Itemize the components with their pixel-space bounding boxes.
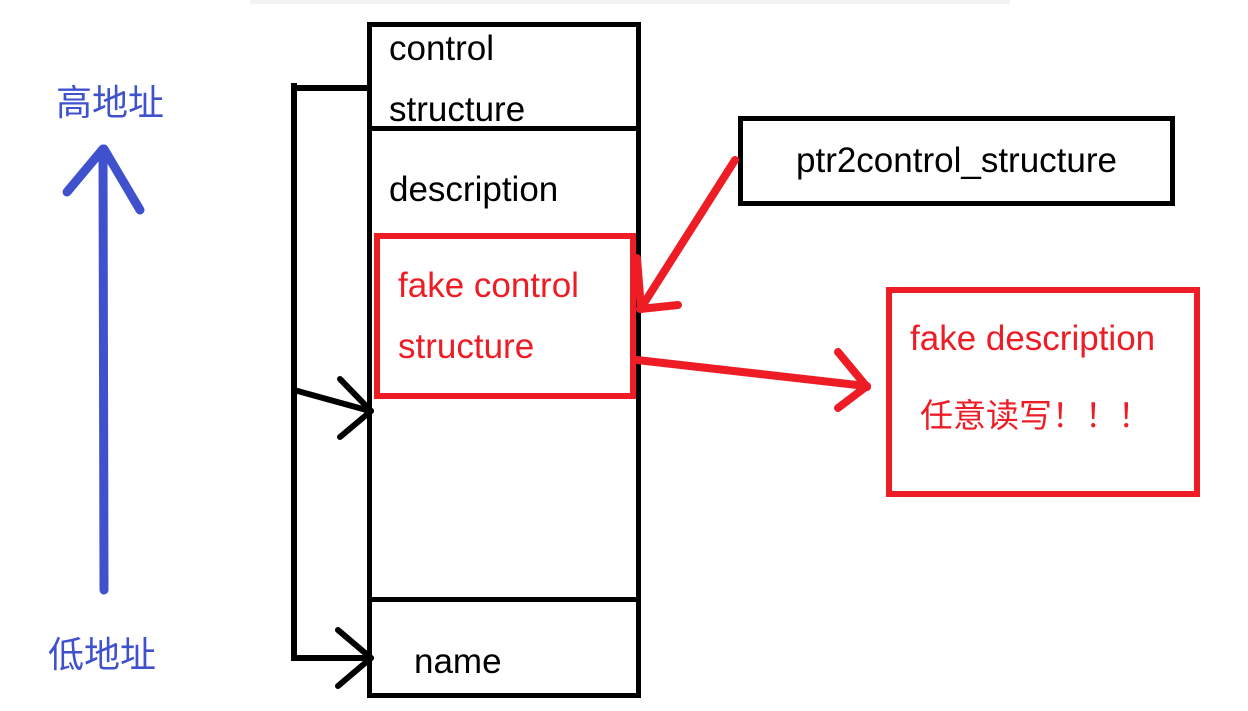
high-address-label: 高地址 xyxy=(56,82,165,123)
black-arrow-to-name xyxy=(291,627,374,689)
black-arrow-to-description xyxy=(291,376,374,440)
cell-control-structure-line2: structure xyxy=(389,90,526,129)
top-strip-decoration xyxy=(250,0,1010,4)
cell-description-label: description xyxy=(389,170,559,209)
fake-control-structure-line1: fake control xyxy=(398,266,579,305)
fake-control-structure-box: fake control structure xyxy=(374,233,636,399)
fake-description-line2: 任意读写！！！ xyxy=(920,397,1151,434)
fake-description-box: fake description 任意读写！！！ xyxy=(886,287,1200,497)
red-arrow-fake-control-to-fake-description xyxy=(633,348,871,412)
ptr2control-structure-box: ptr2control_structure xyxy=(738,116,1175,206)
cell-name-label: name xyxy=(414,642,502,681)
cell-control-structure-line1: control xyxy=(389,29,495,68)
red-arrow-ptr-to-fake-control xyxy=(633,156,739,313)
fake-control-structure-line2: structure xyxy=(398,327,535,366)
black-bracket-connector xyxy=(291,83,370,661)
ptr2control-structure-label: ptr2control_structure xyxy=(796,141,1117,180)
divider-above-name xyxy=(367,597,641,602)
low-address-label: 低地址 xyxy=(48,634,157,675)
blue-address-arrow xyxy=(62,144,145,595)
fake-description-line1: fake description xyxy=(910,319,1156,358)
divider-control-description xyxy=(367,126,641,131)
